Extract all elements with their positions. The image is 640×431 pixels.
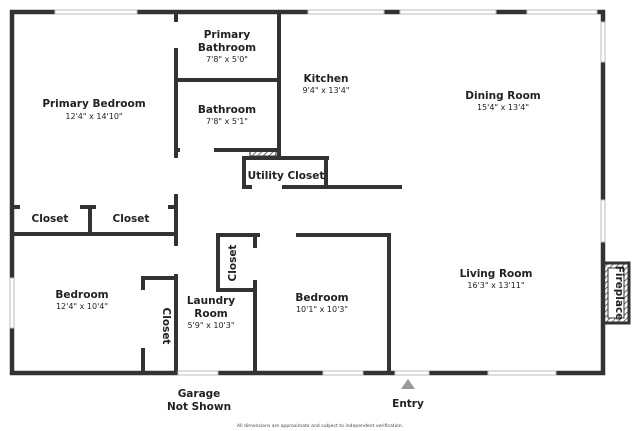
closet-right-name: Closet: [113, 213, 150, 225]
kitchen-name: Kitchen: [303, 73, 348, 85]
window: [9, 277, 15, 329]
entry-label: Entry: [392, 398, 424, 410]
window: [487, 370, 557, 376]
doorway: [180, 148, 214, 152]
bedroom-left-dims: 12'4" x 10'4": [56, 302, 108, 311]
window: [394, 370, 430, 376]
living-room-dims: 16'3" x 13'11": [467, 281, 524, 290]
closet-vertical-mid-name: Closet: [227, 245, 239, 282]
doorway: [253, 248, 257, 280]
primary-bedroom-name: Primary Bedroom: [42, 98, 145, 110]
utility-closet-name: Utility Closet: [248, 170, 325, 182]
living-room-name: Living Room: [460, 268, 533, 280]
bathroom-dims: 7'8" x 5'1": [206, 117, 248, 126]
primary-bathroom-dims: 7'8" x 5'0": [206, 55, 248, 64]
laundry-room-name-2: Room: [194, 308, 228, 320]
windows: [9, 9, 606, 376]
hatched-wall-stub: [249, 149, 277, 157]
kitchen-dims: 9'4" x 13'4": [302, 86, 349, 95]
window: [600, 21, 606, 63]
laundry-room-name-1: Laundry: [187, 295, 235, 307]
bedroom-center-dims: 10'1" x 10'3": [296, 305, 348, 314]
window: [177, 370, 219, 376]
dining-room-name: Dining Room: [465, 90, 541, 102]
disclaimer: All dimensions are approximate and subje…: [237, 423, 403, 429]
fireplace-name: Fireplace: [613, 266, 625, 321]
window: [399, 9, 497, 15]
doorway: [96, 205, 168, 209]
entry-arrow-icon: [401, 379, 415, 389]
closet-left-name: Closet: [32, 213, 69, 225]
primary-bedroom-dims: 12'4" x 14'10": [65, 112, 122, 121]
doorway: [174, 22, 178, 48]
bathroom-name: Bathroom: [198, 104, 256, 116]
primary-bathroom-name-2: Bathroom: [198, 42, 256, 54]
fireplace-inner: [607, 267, 625, 319]
window: [526, 9, 598, 15]
window: [600, 199, 606, 243]
laundry-room-dims: 5'9" x 10'3": [187, 321, 234, 330]
doorway: [141, 290, 145, 348]
closet-vertical-low-name: Closet: [160, 308, 172, 345]
primary-bathroom-name-1: Primary: [204, 29, 251, 41]
doorway: [174, 246, 178, 274]
garage-line-2: Not Shown: [167, 401, 231, 413]
window: [307, 9, 385, 15]
doorway: [20, 205, 80, 209]
outer-wall: [9, 9, 606, 376]
garage-line-1: Garage: [178, 388, 221, 400]
doorways: [20, 22, 296, 348]
bedroom-left-name: Bedroom: [55, 289, 108, 301]
window: [54, 9, 138, 15]
doorway: [260, 233, 296, 237]
bedroom-center-name: Bedroom: [295, 292, 348, 304]
window: [322, 370, 364, 376]
doorway: [252, 185, 282, 189]
doorway: [174, 158, 178, 194]
room-labels: Primary Bedroom 12'4" x 14'10" Primary B…: [32, 29, 625, 429]
dining-room-dims: 15'4" x 13'4": [477, 103, 529, 112]
walls: [9, 9, 606, 376]
